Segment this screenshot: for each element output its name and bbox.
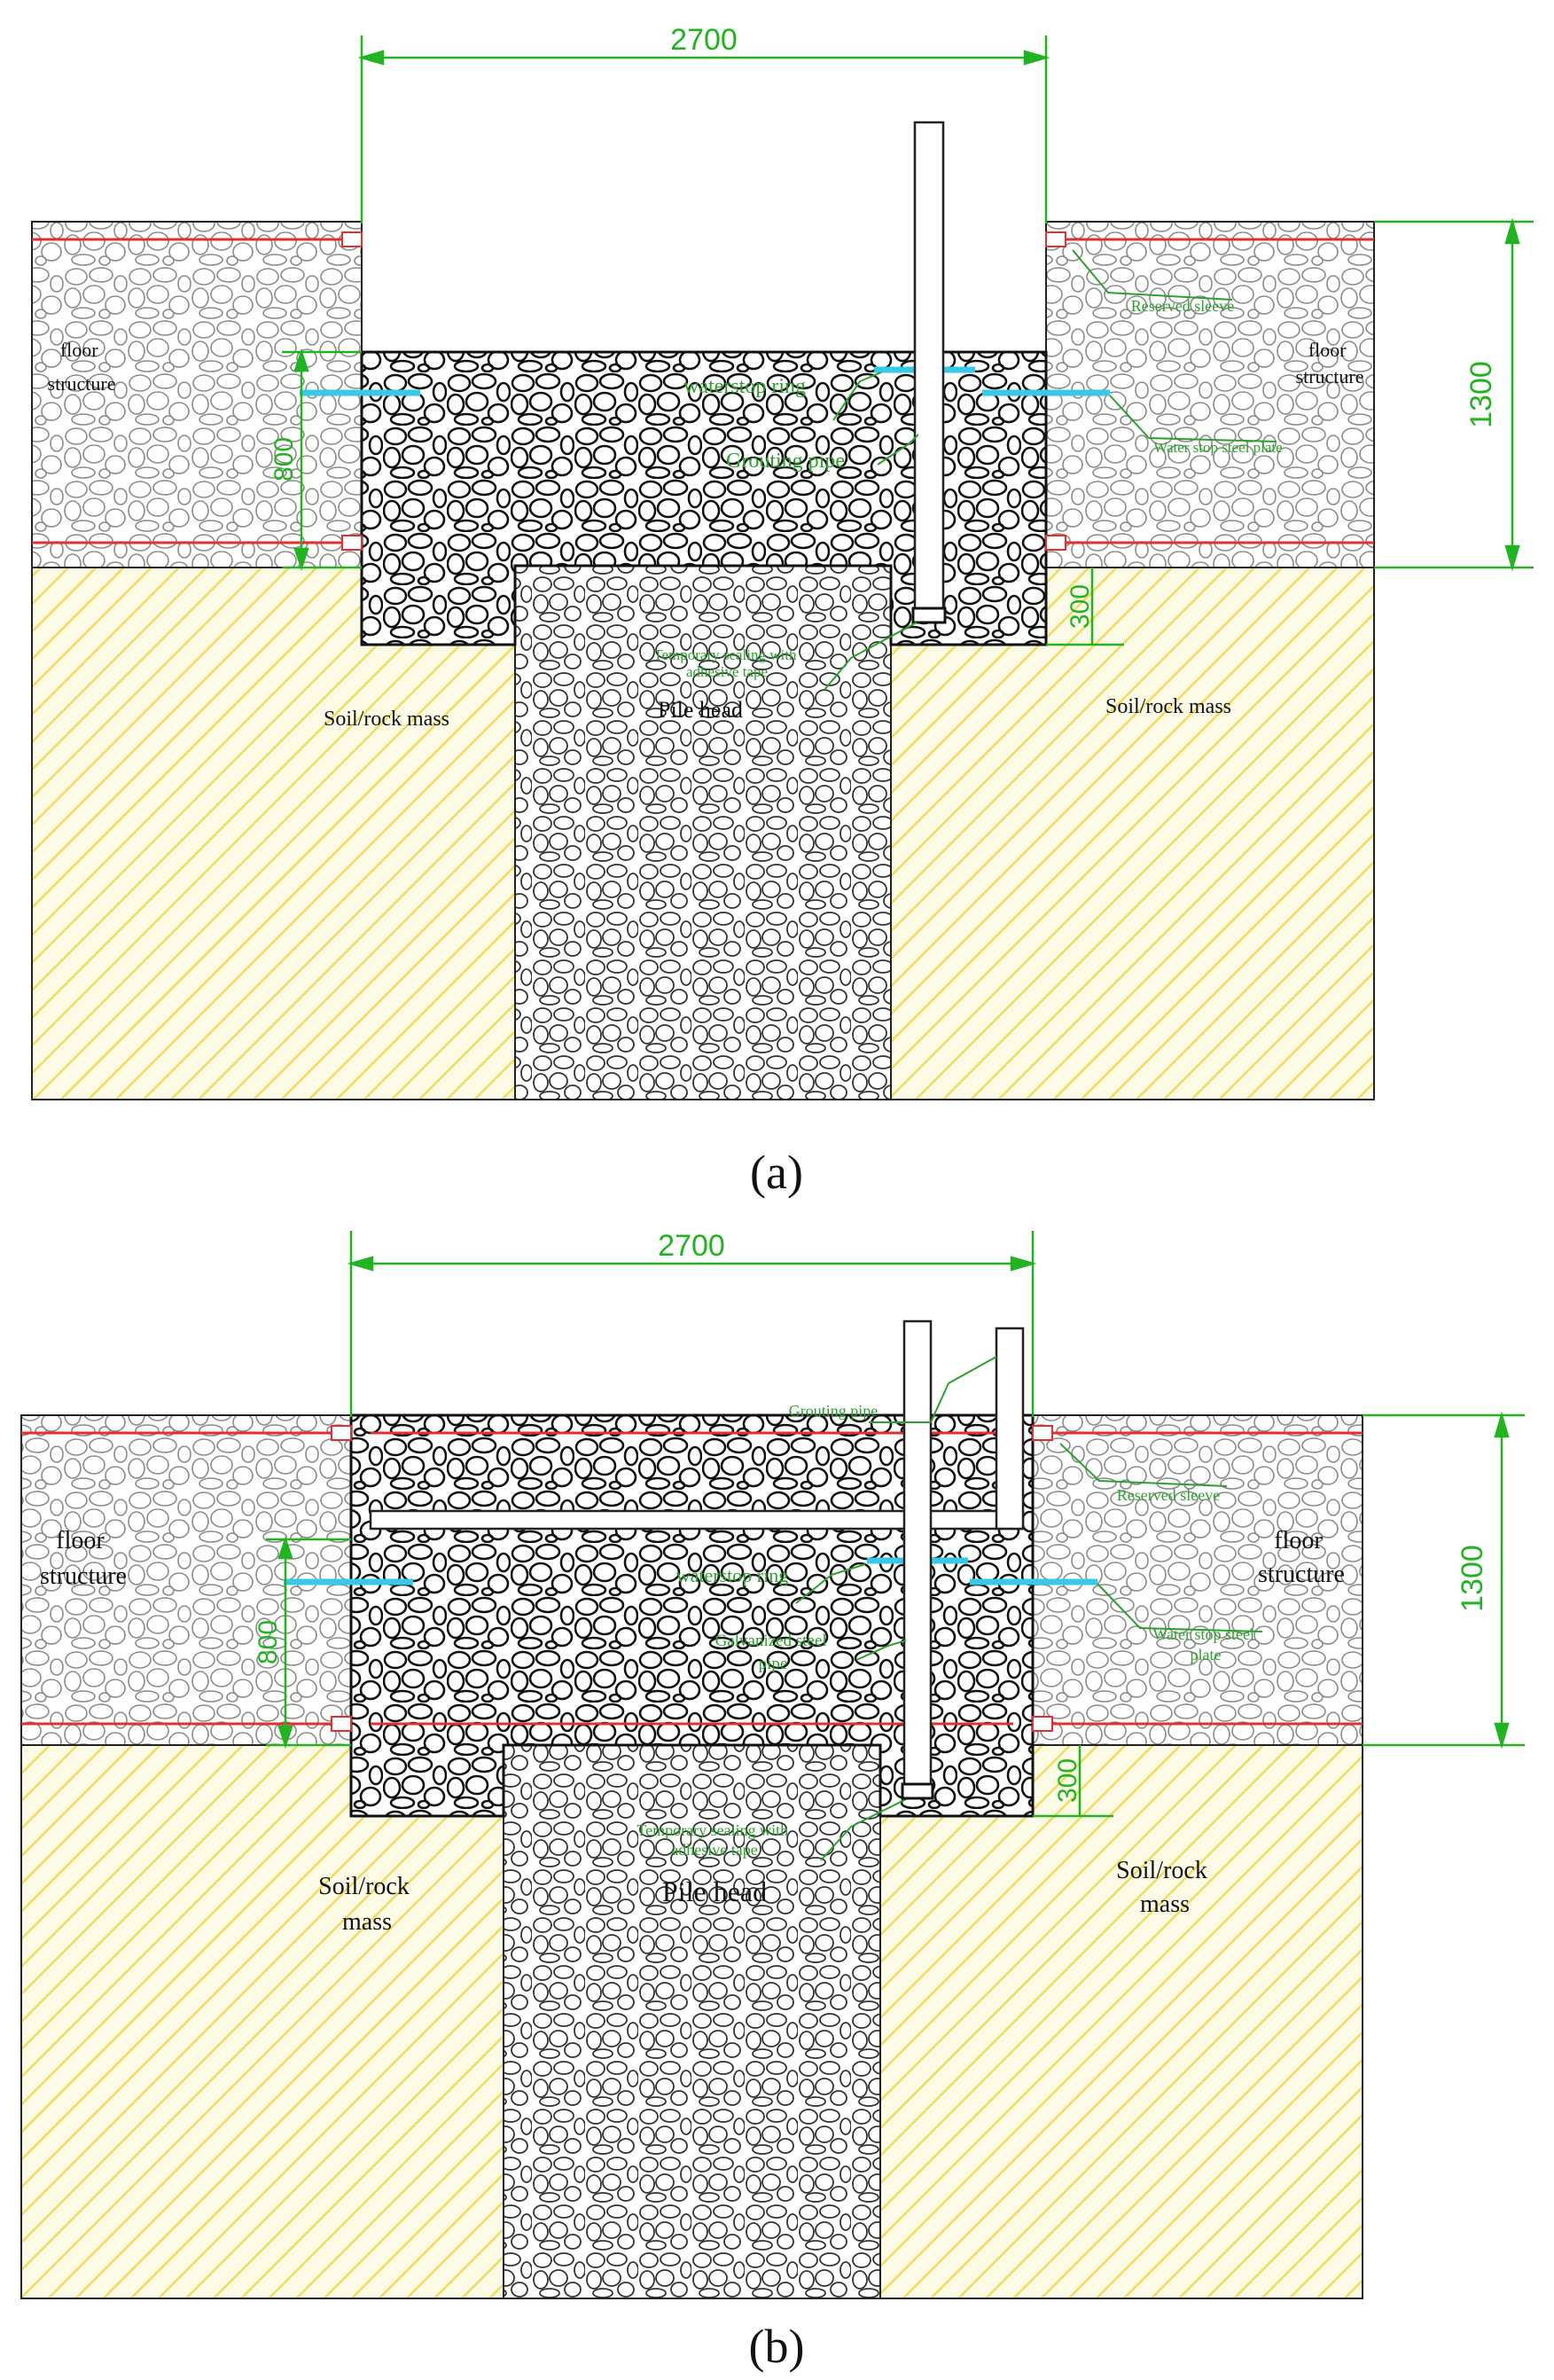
grouting-pipe-label: Grouting pipe <box>726 450 845 473</box>
rebar-lines-a <box>32 238 1374 544</box>
water-stop-steel-plate-label: Water stop steel plate <box>1152 1625 1258 1664</box>
temporary-sealing-label: Temporary sealing with adhesive tape <box>653 646 800 680</box>
reserved-sleeve-label: Reserved sleeve <box>1117 1486 1220 1504</box>
new-concrete-a <box>360 350 1048 646</box>
reserved-sleeve-icon <box>1045 535 1066 551</box>
grouting-pipe-label: Grouting pipe <box>789 1402 879 1420</box>
reserved-sleeve-icon <box>341 535 363 551</box>
panel-b: 2700 1300 800 300 floor structure floor … <box>20 1229 1525 2373</box>
reserved-sleeve-icon <box>1045 231 1066 247</box>
panel-a: 2700 1300 800 300 floor structure floor … <box>31 23 1534 1199</box>
soil-left-label: Soil/rock mass <box>318 1873 416 1936</box>
width-dimension-label: 2700 <box>670 23 738 57</box>
tape-seal-icon <box>911 607 947 624</box>
floor-structure-right-label: floor structure <box>1258 1527 1345 1588</box>
waterstop-ring-label: waterstop ring <box>683 375 806 398</box>
water-stop-steel-plate-label: Water stop steel plate <box>1153 439 1282 456</box>
soil-right-label: Soil/rock mass <box>1105 695 1231 718</box>
reserved-sleeve-icon <box>341 231 363 247</box>
waterstop-ring-label: waterstop ring <box>676 1564 788 1586</box>
vent-pipe-b <box>995 1327 1025 1531</box>
tape-seal-icon <box>901 1782 934 1800</box>
height-dimension-label: 1300 <box>1464 361 1498 428</box>
soil-left-label: Soil/rock mass <box>324 708 449 731</box>
reserved-sleeve-icon <box>331 1425 352 1441</box>
floor-structure-left-label: floor structure <box>48 339 116 395</box>
pile-shaft-b <box>503 1744 881 2299</box>
floor-structure-right-label: floor structure <box>1296 339 1364 388</box>
grouting-pipe-a <box>913 121 945 622</box>
soil-left-b <box>20 1744 504 2299</box>
soil-left-a <box>31 567 516 1100</box>
depth-800-label: 800 <box>269 437 299 481</box>
soil-right-b <box>879 1744 1363 2299</box>
reserved-sleeve-label: Reserved sleeve <box>1131 297 1234 315</box>
reserved-sleeve-icon <box>1032 1716 1053 1732</box>
depth-300-label: 300 <box>1066 584 1095 629</box>
galvanized-steel-pipe-label: Galvanized steel pipe <box>715 1632 832 1673</box>
temporary-sealing-label: Temporary sealing with adhesive tape <box>636 1821 792 1859</box>
width-dimension-label: 2700 <box>658 1229 725 1263</box>
dimension-lines-b <box>266 1231 1525 1818</box>
depth-800-label: 800 <box>254 1620 283 1664</box>
reserved-sleeve-icon <box>331 1716 352 1732</box>
grouting-pipe-b <box>902 1319 933 1797</box>
panel-a-caption: (a) <box>750 1146 803 1199</box>
soil-right-a <box>890 567 1375 1100</box>
leader-lines-a <box>824 249 1277 691</box>
panel-b-caption: (b) <box>749 2320 805 2373</box>
depth-300-label: 300 <box>1053 1758 1082 1803</box>
dimension-lines-a <box>282 35 1534 646</box>
height-dimension-label: 1300 <box>1456 1545 1489 1612</box>
leader-lines-b <box>795 1356 1263 1861</box>
pile-head-label: Pile head <box>662 1875 767 1907</box>
floor-structure-left-label: floor structure <box>40 1527 127 1590</box>
soil-right-label: Soil/rock mass <box>1116 1857 1214 1918</box>
reserved-sleeve-icon <box>1032 1425 1053 1441</box>
pile-head-label: Pile head <box>658 697 743 723</box>
